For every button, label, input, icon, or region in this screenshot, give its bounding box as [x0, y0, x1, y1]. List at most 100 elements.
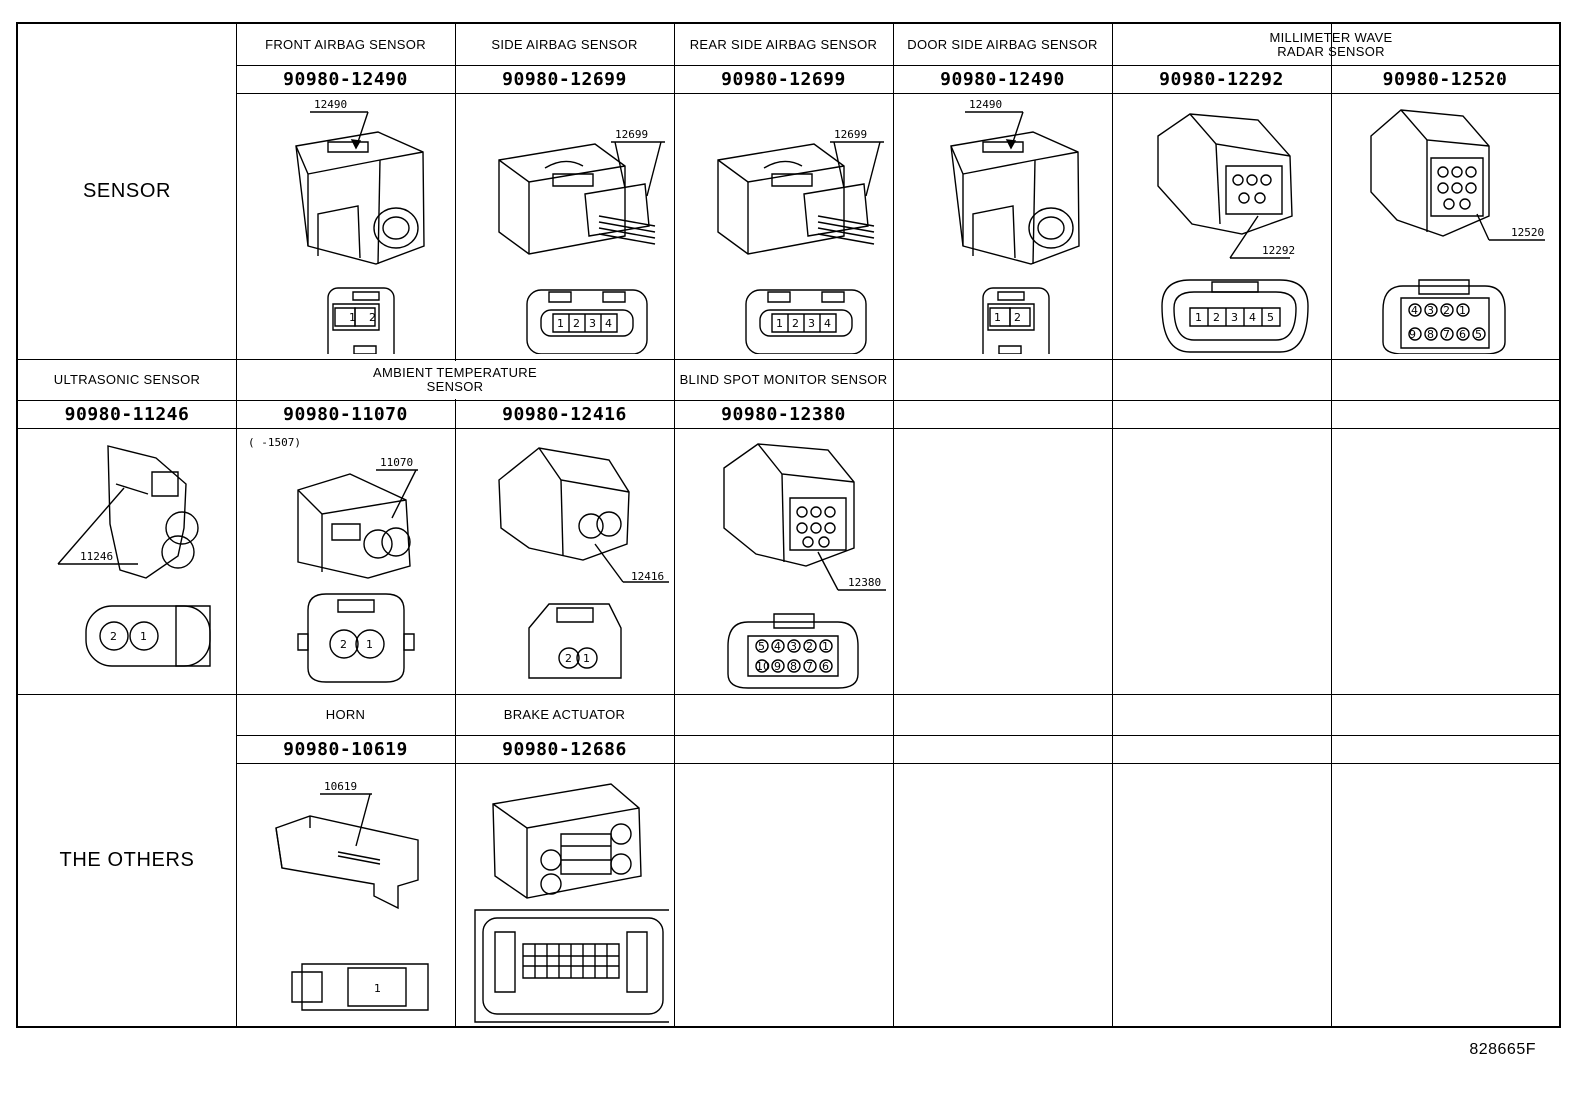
grid-line: [236, 24, 237, 1026]
pin-label: 5: [1267, 311, 1274, 324]
pin-label: 3: [1231, 311, 1238, 324]
part-number: 90980-11246: [64, 403, 190, 425]
pin-label: 2: [792, 317, 799, 330]
pin-label: 7: [806, 660, 813, 673]
millimeter-wave-radar-connector-drawing: 12292 1 2 3 4 5: [1120, 96, 1324, 354]
side-airbag-connector-drawing: 12699 1 2 3 4: [465, 96, 665, 354]
pin-label: 2: [1213, 311, 1220, 324]
ultrasonic-sensor-connector-drawing: 11246 2 1: [28, 432, 228, 690]
pin-label: 1: [1459, 304, 1466, 317]
pin-label: 1: [349, 311, 356, 324]
part-number: 90980-12699: [721, 68, 846, 90]
pin-label: 2: [1443, 304, 1450, 317]
front-airbag-connector-drawing: 12490 1 2: [248, 96, 448, 354]
connector-name: REAR SIDE AIRBAG SENSOR: [689, 36, 878, 52]
part-number: 90980-12490: [940, 68, 1065, 90]
pin-label: 8: [790, 660, 797, 673]
pin-label: 3: [589, 317, 596, 330]
connector-name: MILLIMETER WAVE RADAR SENSOR: [1269, 29, 1393, 59]
merged-header-cover: [238, 361, 672, 399]
callout-label: 12520: [1511, 226, 1544, 239]
pin-label: 5: [758, 640, 765, 653]
row-line: [236, 93, 1559, 94]
pin-label: 9: [1409, 328, 1416, 341]
pin-label: 1: [994, 311, 1001, 324]
row-line: [236, 65, 1559, 66]
pin-label: 3: [808, 317, 815, 330]
pin-label: 5: [1475, 328, 1482, 341]
pin-label: 1: [822, 640, 829, 653]
pin-label: 4: [605, 317, 612, 330]
grid-line: [674, 24, 675, 1026]
pin-label: 2: [110, 630, 117, 643]
row-line: [236, 763, 1559, 764]
connector-name: BRAKE ACTUATOR: [503, 706, 626, 722]
connector-name: SIDE AIRBAG SENSOR: [491, 36, 638, 52]
callout-label: 12490: [314, 98, 347, 111]
pin-label: 2: [573, 317, 580, 330]
callout-label: 12416: [631, 570, 664, 583]
connector-chart: SENSOR THE OTHERS FRONT AIRBAG SENSOR SI…: [16, 22, 1561, 1028]
rear-side-airbag-connector-drawing: 12699 1 2 3 4: [684, 96, 884, 354]
pin-label: 6: [1459, 328, 1466, 341]
pin-label: 9: [774, 660, 781, 673]
connector-name: BLIND SPOT MONITOR SENSOR: [679, 371, 888, 387]
callout-label: 12380: [848, 576, 881, 589]
grid-line: [1112, 24, 1113, 1026]
pin-label: 6: [822, 660, 829, 673]
pin-label: 1: [776, 317, 783, 330]
note-label: ( -1507): [248, 436, 301, 449]
part-number: 90980-12686: [502, 738, 627, 760]
connector-name: AMBIENT TEMPERATURE SENSOR: [373, 364, 537, 394]
connector-name: DOOR SIDE AIRBAG SENSOR: [907, 36, 1098, 52]
pin-label: 8: [1427, 328, 1434, 341]
pin-label: 3: [790, 640, 797, 653]
grid-line: [1331, 24, 1332, 1026]
grid-line: [893, 24, 894, 1026]
callout-label: 12292: [1262, 244, 1295, 257]
pin-label: 1: [557, 317, 564, 330]
pin-label: 10: [756, 660, 770, 673]
part-number: 90980-11070: [283, 403, 408, 425]
row-line: [18, 400, 1559, 401]
pin-label: 1: [140, 630, 147, 643]
pin-label: 2: [1014, 311, 1021, 324]
row-line: [236, 735, 1559, 736]
callout-label: 11070: [380, 456, 413, 469]
pin-label: 1: [1195, 311, 1202, 324]
merged-header-cover: [1114, 26, 1330, 64]
grid-line: [455, 24, 456, 1026]
pin-label: 2: [565, 652, 572, 665]
part-number: 90980-12699: [502, 68, 627, 90]
group-label-the-others: THE OTHERS: [59, 848, 195, 871]
pin-label: 2: [806, 640, 813, 653]
pin-label: 3: [1427, 304, 1434, 317]
row-line: [18, 428, 1559, 429]
drawing-number: 828665F: [1469, 1041, 1536, 1058]
callout-label: 10619: [324, 780, 357, 793]
pin-label: 4: [774, 640, 781, 653]
band-separator: [18, 359, 1559, 360]
part-number: 90980-10619: [283, 738, 408, 760]
pin-label: 2: [369, 311, 376, 324]
part-number: 90980-12520: [1382, 68, 1508, 90]
pin-label: 1: [374, 982, 381, 995]
connector-name: FRONT AIRBAG SENSOR: [265, 36, 426, 52]
door-side-airbag-connector-drawing: 12490 1 2: [903, 96, 1103, 354]
temperature-sensor-12416-connector-drawing: 12416 2 1: [459, 432, 669, 690]
part-number: 90980-12292: [1159, 68, 1284, 90]
part-number: 90980-12490: [283, 68, 408, 90]
pin-label: 1: [366, 638, 373, 651]
connector-name: HORN: [325, 706, 366, 722]
horn-connector-drawing: 10619 1: [248, 768, 448, 1022]
group-label-sensor: SENSOR: [82, 180, 172, 202]
radar-sensor-12520-connector-drawing: 12520 4 3 2 1 9 8 7 6 5: [1339, 96, 1551, 354]
callout-label: 12699: [615, 128, 648, 141]
pin-label: 4: [1411, 304, 1418, 317]
pin-label: 4: [1249, 311, 1256, 324]
ambient-temperature-sensor-connector-drawing: ( -1507) 11070 2 1: [240, 432, 452, 690]
callout-label: 12699: [834, 128, 867, 141]
pin-label: 2: [340, 638, 347, 651]
blind-spot-monitor-connector-drawing: 12380 5 4 3 2 1 10 9 8 7 6: [678, 432, 888, 690]
callout-label: 12490: [969, 98, 1002, 111]
